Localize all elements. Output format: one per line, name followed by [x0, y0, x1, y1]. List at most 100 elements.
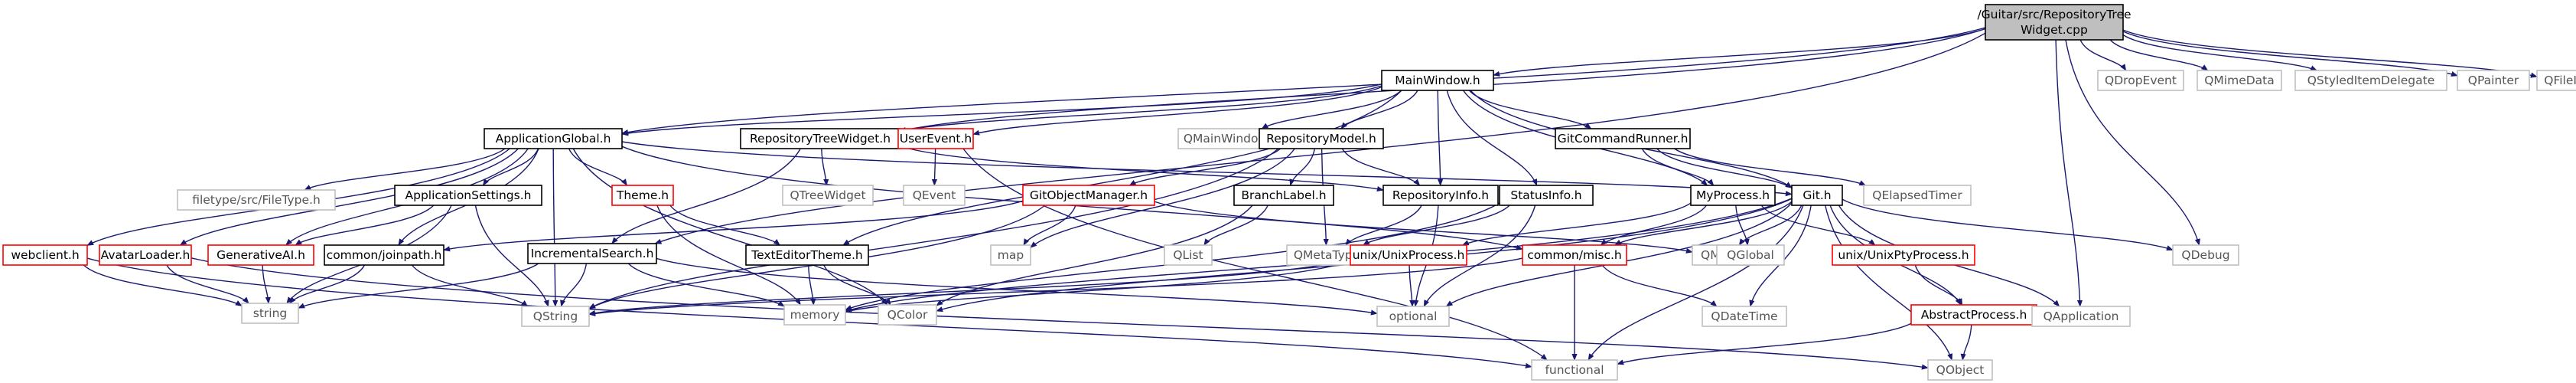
node-label-repoinfo: RepositoryInfo.h — [1392, 188, 1489, 202]
node-label-myprocess: MyProcess.h — [1696, 188, 1770, 202]
edge-repomodel-to-qstring — [588, 148, 1279, 309]
node-qdatetime: QDateTime — [1702, 306, 1787, 327]
node-map: map — [990, 244, 1031, 266]
edge-gitcmdrunner-to-myprocess — [1641, 148, 1715, 186]
node-joinpath[interactable]: common/joinpath.h — [324, 244, 445, 266]
node-box-string — [241, 303, 299, 324]
edge-userevent-to-qevent — [931, 148, 938, 186]
edge-misc-to-qdatetime — [1601, 264, 1718, 307]
edge-myprocess-to-misc — [1600, 205, 1708, 246]
node-box-appsettings — [394, 185, 542, 206]
node-box-joinpath — [324, 244, 445, 266]
node-root[interactable]: /Guitar/src/RepositoryTreeWidget.cpp — [1977, 4, 2131, 41]
node-box-appglobal — [484, 128, 623, 149]
node-label-misc: common/misc.h — [1527, 248, 1622, 262]
node-box-qstyled — [2294, 70, 2447, 91]
edge-repotreewidget-to-qtreewidget — [821, 148, 829, 186]
node-qfileinfo: QFileInfo — [2536, 70, 2576, 91]
node-gitobjmgr[interactable]: GitObjectManager.h — [1022, 185, 1155, 206]
node-box-qdatetime — [1702, 306, 1787, 327]
node-statusinfo[interactable]: StatusInfo.h — [1499, 185, 1594, 206]
node-label-qmetatype: QMetaType — [1294, 248, 1360, 262]
node-abstractprocess[interactable]: AbstractProcess.h — [1910, 304, 2037, 326]
edge-branchlabel-to-qlist — [1203, 205, 1268, 246]
edge-misc-to-qstring — [588, 257, 1523, 316]
node-repotreewidget[interactable]: RepositoryTreeWidget.h — [740, 128, 900, 149]
node-theme[interactable]: Theme.h — [611, 185, 674, 206]
edge-root-to-qmimedata — [2109, 39, 2209, 71]
node-label-root: /Guitar/src/RepositoryTree — [1977, 8, 2131, 21]
edge-avatarloader-to-qobject — [191, 257, 1929, 370]
node-webclient[interactable]: webclient.h — [2, 244, 88, 266]
node-qevent: QEvent — [903, 185, 966, 206]
node-repomodel[interactable]: RepositoryModel.h — [1259, 128, 1384, 149]
edge-gitcmdrunner-to-qelapsed — [1674, 148, 1867, 186]
node-label-string: string — [253, 306, 288, 320]
node-box-userevent — [897, 128, 974, 149]
edge-mainwindow-to-gitcmdrunner — [1468, 90, 1592, 129]
node-qapplication: QApplication — [2031, 306, 2131, 327]
node-box-qobject — [1927, 359, 1993, 381]
node-label-qevent: QEvent — [913, 188, 956, 202]
node-git[interactable]: Git.h — [1791, 185, 1843, 206]
edge-unixpty-to-abstractprocess — [1914, 264, 1963, 306]
edge-appglobal-to-qstring — [552, 148, 559, 307]
node-box-avatarloader — [99, 244, 192, 266]
edge-generativeai-to-string — [262, 264, 271, 304]
node-qmainwindow: QMainWindow — [1177, 128, 1274, 149]
edge-mainwindow-to-qmainwindow — [1261, 90, 1402, 129]
node-userevent[interactable]: UserEvent.h — [897, 128, 974, 149]
node-qdebug: QDebug — [2172, 244, 2239, 266]
node-appsettings[interactable]: ApplicationSettings.h — [394, 185, 542, 206]
node-gitcmdrunner[interactable]: GitCommandRunner.h — [1555, 128, 1691, 149]
node-qstring: QString — [521, 306, 590, 327]
edge-webclient-to-string — [83, 264, 243, 307]
edge-root-to-qdebug — [2065, 39, 2200, 246]
node-label-qglobal: QGlobal — [1727, 248, 1774, 262]
edge-gitobjmgr-to-map — [1023, 205, 1076, 246]
node-unixpty[interactable]: unix/UnixPtyProcess.h — [1832, 244, 1975, 266]
edge-appglobal-to-theme — [568, 148, 627, 186]
node-label-generativeai: GenerativeAI.h — [217, 248, 305, 262]
edge-abstractprocess-to-qobject — [1960, 324, 1972, 361]
node-avatarloader[interactable]: AvatarLoader.h — [99, 244, 192, 266]
node-box-gitobjmgr — [1022, 185, 1155, 206]
node-label-mainwindow: MainWindow.h — [1395, 74, 1480, 87]
node-unixprocess[interactable]: unix/UnixProcess.h — [1350, 244, 1467, 266]
edge-repomodel-to-gitobjmgr — [1128, 148, 1281, 186]
node-label-qtreewidget: QTreeWidget — [790, 188, 865, 202]
node-mainwindow[interactable]: MainWindow.h — [1381, 70, 1494, 91]
edge-statusinfo-to-qmetatype — [1363, 205, 1510, 246]
edge-theme-to-texteditortheme — [669, 205, 780, 246]
node-label-theme: Theme.h — [616, 188, 669, 202]
node-label-qfileinfo: QFileInfo — [2544, 74, 2576, 87]
edge-texteditortheme-to-qcolor — [823, 264, 891, 306]
node-box-qmimedata — [2197, 70, 2282, 91]
node-qtreewidget: QTreeWidget — [782, 185, 874, 206]
node-label-unixprocess: unix/UnixProcess.h — [1353, 248, 1465, 262]
node-repoinfo[interactable]: RepositoryInfo.h — [1382, 185, 1499, 206]
edge-repoinfo-to-qmetatype — [1345, 205, 1422, 246]
node-label-qapplication: QApplication — [2044, 309, 2119, 323]
edge-appglobal-to-qcolor — [572, 148, 888, 306]
edge-mainwindow-to-appglobal — [621, 83, 1382, 136]
node-appglobal[interactable]: ApplicationGlobal.h — [484, 128, 623, 149]
edge-git-to-misc — [1614, 201, 1793, 246]
node-generativeai[interactable]: GenerativeAI.h — [207, 244, 314, 266]
node-box-root — [1985, 4, 2124, 41]
node-myprocess[interactable]: MyProcess.h — [1690, 185, 1776, 206]
node-label-qdropevent: QDropEvent — [2105, 74, 2177, 87]
node-incsearch[interactable]: IncrementalSearch.h — [527, 243, 657, 264]
node-box-qevent — [903, 185, 966, 206]
edge-repomodel-to-branchlabel — [1289, 148, 1316, 186]
node-label-joinpath: common/joinpath.h — [327, 248, 442, 262]
node-texteditortheme[interactable]: TextEditorTheme.h — [745, 244, 869, 266]
edge-gitcmdrunner-to-git — [1656, 148, 1793, 188]
node-misc[interactable]: common/misc.h — [1522, 244, 1627, 266]
edge-userevent-to-functional — [962, 148, 1548, 361]
node-optional: optional — [1376, 306, 1450, 327]
node-branchlabel[interactable]: BranchLabel.h — [1233, 185, 1334, 206]
node-label-abstractprocess: AbstractProcess.h — [1921, 308, 2027, 322]
edge-appglobal-to-git — [621, 141, 1793, 197]
